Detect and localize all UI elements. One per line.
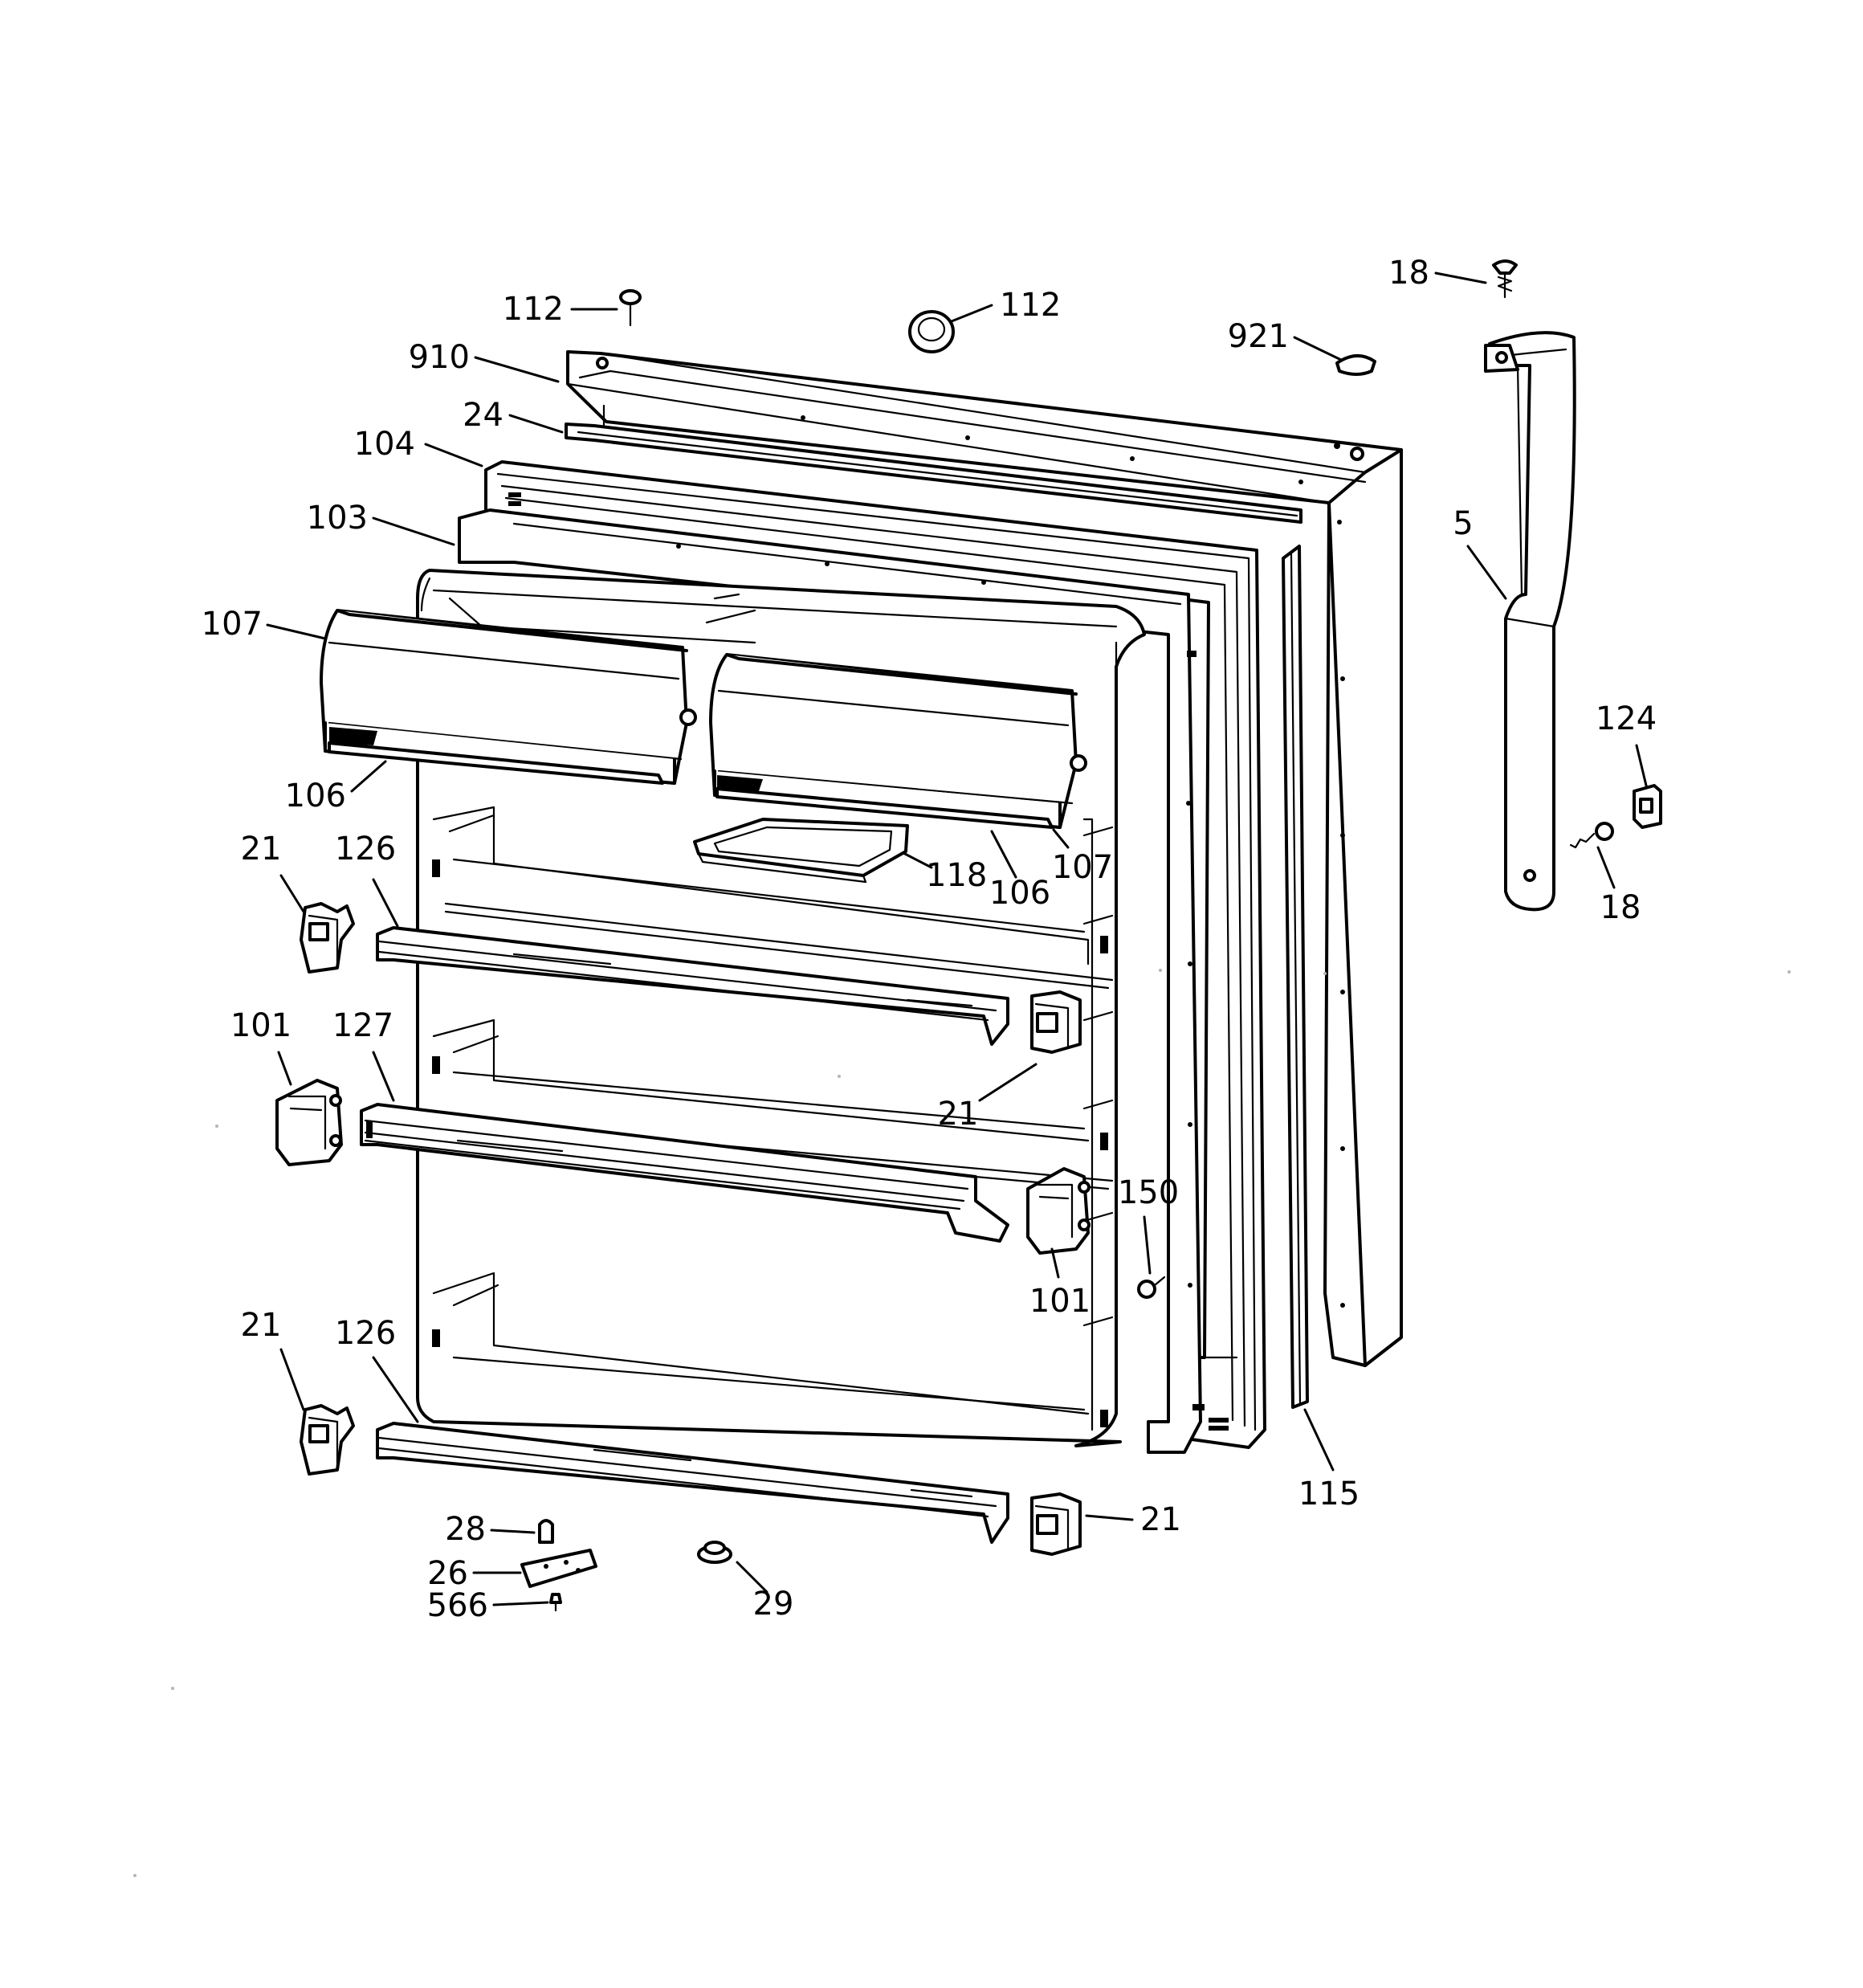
label-18-side: 18 xyxy=(1600,889,1641,926)
label-112-screw: 112 xyxy=(503,291,564,328)
screw-566 xyxy=(549,1593,562,1612)
shelf-bar-126-lower xyxy=(376,1422,1009,1544)
outer-door-panel-910 xyxy=(566,350,1403,1367)
label-106-left: 106 xyxy=(285,778,346,814)
label-106-right: 106 xyxy=(989,875,1050,912)
grommet-29 xyxy=(697,1541,732,1564)
shelf-bracket-101-left xyxy=(275,1079,343,1166)
label-29: 29 xyxy=(753,1586,794,1623)
screw-18-side xyxy=(1569,822,1614,849)
shelf-bar-127 xyxy=(360,1103,1009,1243)
scan-specks xyxy=(133,969,1791,1877)
screw-150 xyxy=(1137,1276,1166,1299)
label-124: 124 xyxy=(1596,700,1657,737)
shelf-clip-21-lower-left xyxy=(300,1404,355,1476)
label-107-right: 107 xyxy=(1052,849,1113,886)
label-101-left: 101 xyxy=(230,1007,291,1044)
plug-112 xyxy=(908,310,955,353)
shelf-bracket-101-right xyxy=(1026,1167,1090,1255)
label-5: 5 xyxy=(1453,505,1473,542)
label-910: 910 xyxy=(409,339,470,376)
label-21-upper-right: 21 xyxy=(938,1096,979,1133)
label-24: 24 xyxy=(463,397,503,434)
tray-118 xyxy=(693,818,909,884)
pin-28 xyxy=(538,1519,554,1544)
dairy-door-107-left xyxy=(320,609,697,785)
label-28: 28 xyxy=(445,1511,486,1548)
leader-lines xyxy=(266,271,1648,1606)
label-18-top: 18 xyxy=(1388,255,1429,292)
screw-18-top xyxy=(1492,259,1518,299)
gasket-channel-24 xyxy=(565,423,1302,524)
shelf-clip-21-lower-right xyxy=(1030,1492,1082,1556)
label-21-lower-right: 21 xyxy=(1140,1501,1181,1538)
screw-112 xyxy=(619,289,642,327)
part-labels: 112 112 18 921 910 24 104 103 5 107 106 … xyxy=(202,255,1657,1624)
hinge-plate-26 xyxy=(520,1549,597,1588)
shelf-clip-21-upper-left xyxy=(300,902,355,974)
label-126-lower: 126 xyxy=(335,1315,396,1352)
label-921: 921 xyxy=(1228,318,1289,355)
label-104: 104 xyxy=(354,426,415,463)
label-101-right: 101 xyxy=(1029,1283,1090,1320)
label-118: 118 xyxy=(926,857,987,894)
shelf-bar-126-upper xyxy=(376,926,1009,1046)
label-107-left: 107 xyxy=(202,606,263,643)
door-handle-5 xyxy=(1484,331,1576,912)
clip-124 xyxy=(1633,784,1662,829)
shelf-clip-21-upper-right xyxy=(1030,990,1082,1054)
label-21-lower-left: 21 xyxy=(241,1307,282,1344)
label-103: 103 xyxy=(307,500,368,537)
label-150: 150 xyxy=(1118,1174,1179,1211)
label-26: 26 xyxy=(427,1555,468,1592)
plug-921 xyxy=(1335,354,1376,376)
label-112-plug: 112 xyxy=(1000,287,1061,324)
label-115: 115 xyxy=(1298,1476,1360,1512)
door-liner-flange-103 xyxy=(458,508,1205,1454)
label-21-upper-left: 21 xyxy=(241,831,282,867)
label-566: 566 xyxy=(427,1587,488,1624)
label-127: 127 xyxy=(332,1007,393,1044)
label-126-upper: 126 xyxy=(335,831,396,867)
dairy-door-107-right xyxy=(709,653,1087,829)
gasket-strip-115 xyxy=(1282,545,1309,1409)
